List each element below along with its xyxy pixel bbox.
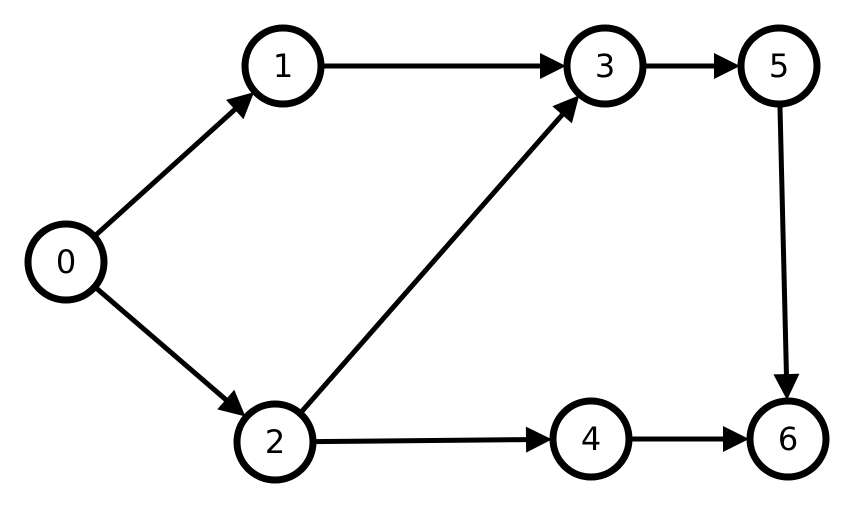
- node-circle: [233, 400, 317, 484]
- node-5: 5: [737, 24, 821, 108]
- node-circle: [24, 220, 108, 304]
- node-label: 5: [769, 47, 789, 85]
- edges-layer: [91, 53, 800, 453]
- edge-5-to-6: [773, 101, 800, 401]
- node-3: 3: [563, 24, 647, 108]
- edge-4-to-6: [626, 426, 749, 452]
- arrowhead-icon: [773, 373, 800, 401]
- node-0: 0: [24, 220, 108, 304]
- node-label: 2: [265, 423, 285, 461]
- node-label: 0: [56, 243, 76, 281]
- arrowhead-icon: [226, 92, 255, 120]
- arrowhead-icon: [525, 426, 553, 453]
- node-label: 6: [778, 420, 798, 458]
- node-4: 4: [549, 397, 633, 481]
- arrowhead-icon: [217, 389, 246, 417]
- edge-2-to-4: [310, 426, 553, 453]
- arrowhead-icon: [723, 426, 749, 452]
- edge-3-to-5: [640, 53, 740, 79]
- edge-2-to-3: [297, 95, 580, 416]
- edge-line: [777, 101, 790, 381]
- nodes-layer: 0 1 2 3 4 5 6: [24, 24, 830, 484]
- edge-line: [297, 109, 568, 416]
- node-label: 4: [581, 420, 601, 458]
- edge-line: [91, 104, 241, 240]
- edge-1-to-3: [318, 53, 566, 79]
- edge-0-to-1: [91, 92, 255, 240]
- arrowhead-icon: [714, 53, 740, 79]
- node-label: 1: [273, 47, 293, 85]
- node-circle: [563, 24, 647, 108]
- node-6: 6: [746, 397, 830, 481]
- node-circle: [549, 397, 633, 481]
- node-circle: [737, 24, 821, 108]
- node-2: 2: [233, 400, 317, 484]
- node-circle: [241, 24, 325, 108]
- node-circle: [746, 397, 830, 481]
- arrowhead-icon: [540, 53, 566, 79]
- edge-0-to-2: [92, 284, 246, 417]
- arrowhead-icon: [552, 95, 580, 124]
- edge-line: [92, 284, 232, 405]
- edge-line: [310, 437, 533, 445]
- node-label: 3: [595, 47, 615, 85]
- node-1: 1: [241, 24, 325, 108]
